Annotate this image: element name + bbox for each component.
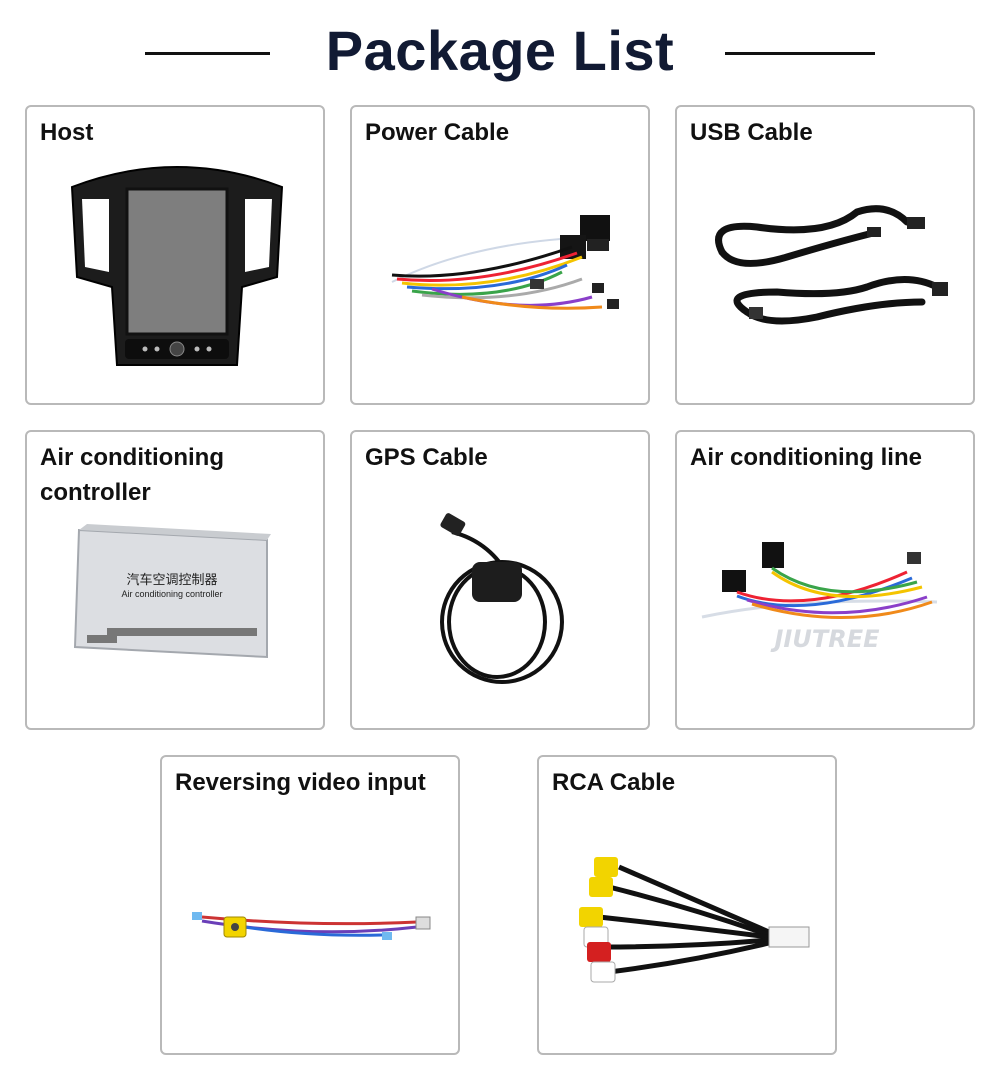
item-card-ac-controller: Air conditioning controller 汽车空调控制器 Air … <box>25 430 325 730</box>
title-divider-right <box>725 52 875 55</box>
item-card-ac-line: Air conditioning line JIUTREE <box>675 430 975 730</box>
item-label: Air conditioning controller <box>40 444 224 506</box>
item-card-power-cable: Power Cable <box>350 105 650 405</box>
watermark-text: JIUTREE <box>771 625 881 653</box>
rca-cable-icon <box>579 857 810 983</box>
item-label: Power Cable <box>365 119 510 146</box>
item-card-rca-cable: RCA Cable <box>537 755 837 1055</box>
item-card-reversing-video: Reversing video input <box>160 755 460 1055</box>
controller-box-icon: 汽车空调控制器 Air conditioning controller <box>73 524 271 659</box>
box-text-cn: 汽车空调控制器 <box>126 572 217 588</box>
wiring-harness-icon <box>391 215 619 310</box>
usb-cable-icon <box>715 205 948 325</box>
gps-antenna-icon <box>440 513 564 684</box>
item-label: GPS Cable <box>365 444 488 471</box>
item-label: Host <box>40 119 94 146</box>
box-text-en: Air conditioning controller <box>121 589 222 599</box>
page-header: Package List <box>0 0 1000 105</box>
head-unit-icon <box>70 166 284 366</box>
reversing-camera-cable-icon <box>192 912 431 940</box>
item-card-gps-cable: GPS Cable <box>350 430 650 730</box>
item-label: RCA Cable <box>552 769 676 796</box>
item-label: Air conditioning line <box>690 444 922 471</box>
item-label: USB Cable <box>690 119 813 146</box>
item-card-usb-cable: USB Cable <box>675 105 975 405</box>
title-divider-left <box>145 52 270 55</box>
item-label: Reversing video input <box>175 769 426 796</box>
page-title: Package List <box>325 19 675 82</box>
ac-wire-harness-icon: JIUTREE <box>701 542 938 653</box>
item-card-host: Host <box>25 105 325 405</box>
